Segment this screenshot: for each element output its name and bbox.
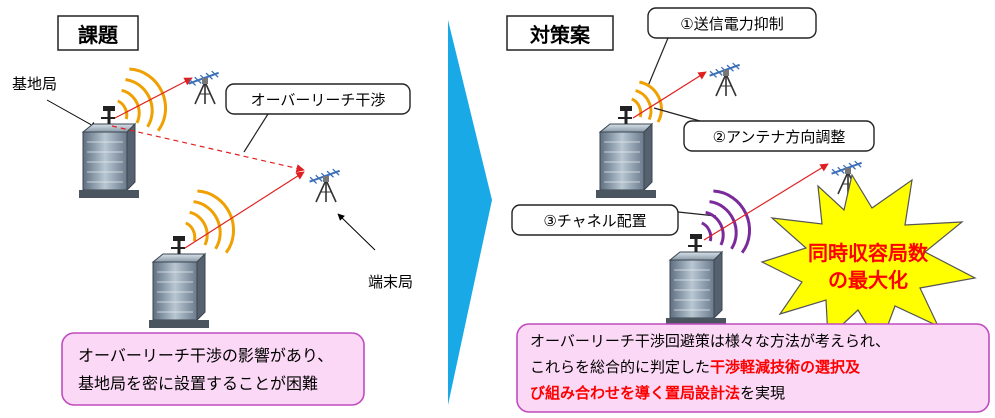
callout-2-text: ②アンテナ方向調整 [713, 128, 846, 146]
left-note-line-1: オーバーリーチ干渉の影響があり、 [78, 346, 333, 365]
left-note-line-2: 基地局を密に設置することが困難 [78, 374, 318, 393]
beam-own-terminal [114, 77, 193, 119]
right-note-line-3-plain: を実現 [740, 384, 785, 402]
left-title-box [57, 15, 139, 51]
right-note-line-2-plain: これらを総合的に判定した [530, 358, 710, 376]
base-station-icon [77, 104, 141, 200]
signal-waves-icon [174, 181, 246, 265]
terminal-pointer [337, 213, 376, 251]
right-note-line-1: オーバーリーチ干渉回避策は様々な方法が考えられ、 [530, 332, 890, 350]
terminal-antenna-icon [707, 60, 743, 97]
right-note-line-2-highlight: 干渉軽減技術の選択及 [710, 358, 861, 376]
transition-arrow-icon [448, 20, 492, 405]
callout-1-text: ①送信電力抑制 [680, 15, 783, 33]
right-title-box [506, 15, 614, 51]
callout-3-box [511, 204, 679, 236]
right-panel: 対策案 ①送信電力抑制 ②アンテナ方向調整 ③チャネル配置 [506, 7, 990, 413]
terminal-antenna-icon [186, 68, 222, 105]
left-panel: 課題 基地局 オーバーリーチ干渉 端末局 オーバーリーチ干渉の影響があり、 基地… [12, 15, 413, 406]
left-note-box [61, 332, 365, 406]
left-title: 課題 [78, 23, 119, 47]
burst-line-1: 同時収容局数 [808, 241, 929, 265]
overreach-callout-box [225, 83, 411, 115]
base-station-icon [664, 232, 728, 328]
burst-line-2: の最大化 [828, 268, 908, 292]
terminal-antenna-icon [307, 166, 343, 203]
base-station-label: 基地局 [12, 75, 57, 93]
right-note-box [516, 323, 990, 413]
callout-3-text: ③チャネル配置 [543, 212, 646, 230]
base-station-icon [147, 234, 211, 330]
right-note-line-2: これらを総合的に判定した干渉軽減技術の選択及 [530, 358, 861, 376]
callout-1-box [647, 7, 817, 39]
right-note-line-3-highlight: び組み合わせを導く置局設計法 [530, 384, 740, 402]
terminal-label: 端末局 [368, 273, 413, 291]
overreach-interference-line [111, 125, 305, 173]
beam-own-terminal [632, 71, 707, 119]
callout-2-box [683, 120, 875, 152]
overreach-callout-text: オーバーリーチ干渉 [251, 91, 386, 109]
base-station-pointer [46, 99, 98, 129]
channel-waves-icon [701, 189, 752, 254]
reduced-power-waves-icon [631, 80, 663, 123]
beam-victim-terminal [184, 171, 305, 249]
right-title: 対策案 [529, 23, 591, 47]
right-note-line-3: び組み合わせを導く置局設計法を実現 [530, 384, 785, 402]
base-station-icon [594, 104, 658, 200]
result-burst-icon [760, 173, 977, 348]
beam-terminal [703, 163, 829, 241]
